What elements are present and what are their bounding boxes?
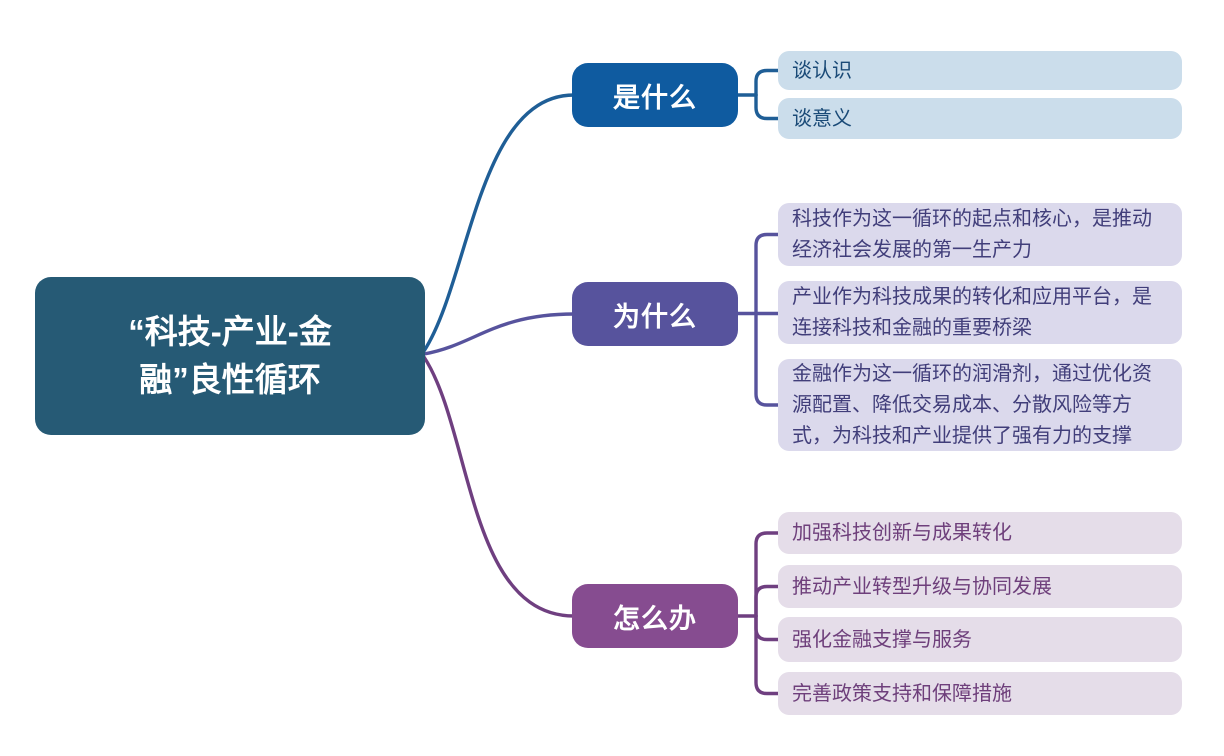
leaf-node: 谈认识 xyxy=(778,51,1182,90)
branch-node-what: 是什么 xyxy=(572,63,738,127)
branch-node-why: 为什么 xyxy=(572,282,738,346)
leaf-node: 产业作为科技成果的转化和应用平台，是连接科技和金融的重要桥梁 xyxy=(778,281,1182,344)
connector-group-how xyxy=(422,355,780,696)
leaf-node: 科技作为这一循环的起点和核心，是推动经济社会发展的第一生产力 xyxy=(778,203,1182,266)
connector-group-why xyxy=(422,232,780,407)
leaf-node: 完善政策支持和保障措施 xyxy=(778,672,1182,715)
leaf-node: 谈意义 xyxy=(778,98,1182,139)
branch-node-how: 怎么办 xyxy=(572,584,738,648)
leaf-node: 强化金融支撑与服务 xyxy=(778,617,1182,662)
connector-group-what xyxy=(422,68,780,353)
root-node: “科技-产业-金融”良性循环 xyxy=(35,277,425,435)
leaf-node: 加强科技创新与成果转化 xyxy=(778,512,1182,554)
leaf-node: 金融作为这一循环的润滑剂，通过优化资源配置、降低交易成本、分散风险等方式，为科技… xyxy=(778,359,1182,451)
leaf-node: 推动产业转型升级与协同发展 xyxy=(778,565,1182,608)
